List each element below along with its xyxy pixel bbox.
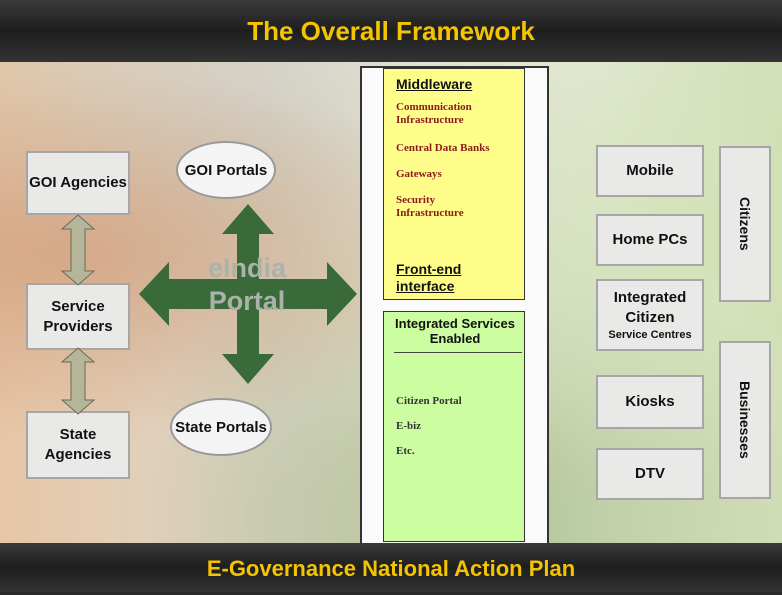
service-centres-line2: Service Centres	[608, 329, 692, 341]
diagram-canvas: GOI Agencies Service Providers State Age…	[0, 62, 782, 543]
service-centres-line1: Integrated Citizen	[613, 289, 687, 326]
front-end-interface-label: Front-end interface	[396, 261, 462, 294]
integrated-services-title: Integrated Services Enabled	[395, 316, 515, 346]
integrated-services-box: Integrated Services Enabled Citizen Port…	[383, 311, 525, 542]
state-portals-oval: State Portals	[170, 398, 272, 456]
state-agencies-box: State Agencies	[26, 411, 130, 479]
double-arrow-icon	[60, 347, 96, 415]
service-centres-box: Integrated Citizen Service Centres	[596, 279, 704, 351]
kiosks-box: Kiosks	[596, 375, 704, 429]
eindia-portal-line1: eIndia	[207, 253, 287, 283]
middleware-item: Security Infrastructure	[396, 194, 464, 219]
four-way-arrow-icon	[139, 204, 357, 384]
businesses-box: Businesses	[719, 341, 771, 499]
divider	[394, 352, 522, 353]
goi-portals-oval: GOI Portals	[176, 141, 276, 199]
middleware-item: Gateways	[396, 168, 442, 180]
goi-agencies-box: GOI Agencies	[26, 151, 130, 215]
middleware-item: Communication Infrastructure	[396, 101, 472, 126]
service-providers-box: Service Providers	[26, 283, 130, 350]
middleware-item: Central Data Banks	[396, 142, 490, 154]
double-arrow-icon	[60, 214, 96, 286]
home-pcs-box: Home PCs	[596, 214, 704, 266]
citizens-label: Citizens	[737, 197, 753, 251]
citizens-box: Citizens	[719, 146, 771, 302]
header-title: The Overall Framework	[0, 0, 782, 62]
mobile-box: Mobile	[596, 145, 704, 197]
eindia-portal-label: eIndia Portal	[186, 252, 308, 318]
middleware-box: Middleware Communication Infrastructure …	[383, 68, 525, 300]
service-item: E-biz	[396, 420, 422, 432]
businesses-label: Businesses	[737, 381, 753, 459]
service-item: Citizen Portal	[396, 395, 462, 407]
eindia-portal-line2: Portal	[208, 286, 286, 316]
dtv-box: DTV	[596, 448, 704, 500]
middleware-title: Middleware	[396, 76, 473, 92]
service-item: Etc.	[396, 445, 415, 457]
footer-title: E-Governance National Action Plan	[0, 543, 782, 592]
